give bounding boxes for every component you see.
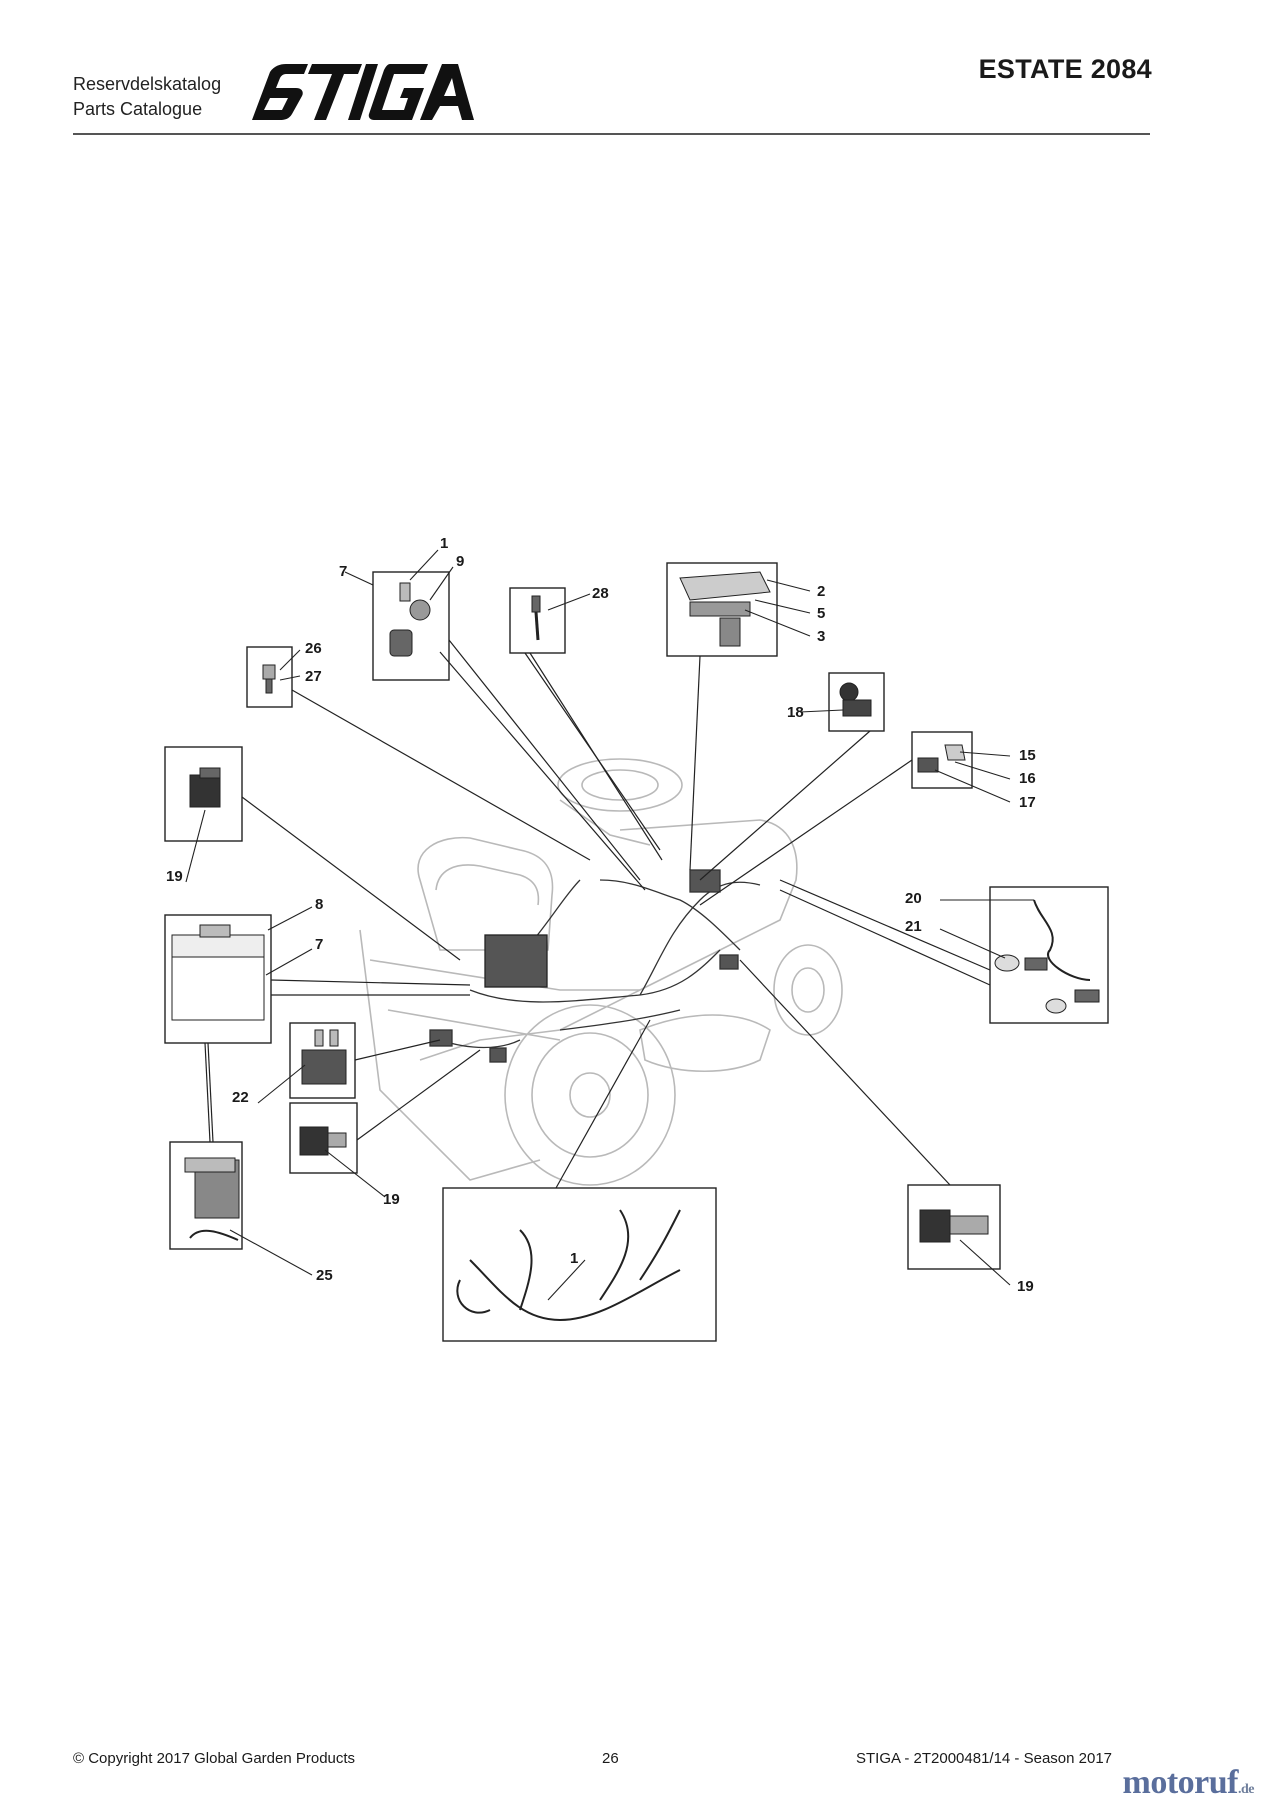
header-divider	[73, 133, 1150, 135]
callout-7: 7	[315, 936, 323, 953]
watermark-suffix: .de	[1238, 1782, 1255, 1797]
model-title: ESTATE 2084	[978, 54, 1152, 84]
motoruf-watermark: motoruf.de	[1122, 1764, 1255, 1802]
callout-25: 25	[316, 1267, 333, 1284]
callout-9: 9	[456, 553, 464, 570]
page-number: 26	[602, 1750, 619, 1767]
document-reference: STIGA - 2T2000481/14 - Season 2017	[856, 1750, 1113, 1767]
stiga-logo	[252, 64, 474, 120]
callout-1: 1	[570, 1250, 578, 1267]
callout-22: 22	[232, 1089, 249, 1106]
copyright-notice: © Copyright 2017 Global Garden Products	[73, 1750, 356, 1767]
part-illustrations	[171, 571, 1100, 1322]
callout-19-right: 19	[1017, 1278, 1034, 1295]
callout-3: 3	[817, 628, 825, 645]
catalogue-title-swedish: Reservdelskatalog	[73, 74, 222, 94]
tractor-outline	[359, 758, 843, 1186]
leader-lines	[204, 639, 991, 1189]
callout-28: 28	[592, 585, 609, 602]
callout-27: 27	[305, 668, 322, 685]
callout-20: 20	[905, 890, 922, 907]
callout-21: 21	[905, 918, 922, 935]
callout-17: 17	[1019, 794, 1036, 811]
callout-26: 26	[305, 640, 322, 657]
callout-8: 8	[315, 896, 323, 913]
callout-leaders	[185, 549, 1034, 1301]
callout-6: 1	[440, 535, 448, 552]
callout-19-middle: 19	[383, 1191, 400, 1208]
callout-2: 2	[817, 583, 825, 600]
wiring-harness	[429, 869, 761, 1063]
callout-16: 16	[1019, 770, 1036, 787]
callout-4: 7	[339, 563, 347, 580]
callout-19-left: 19	[166, 868, 183, 885]
callout-15: 15	[1019, 747, 1036, 764]
callout-18: 18	[787, 704, 804, 721]
watermark-main: motoruf	[1122, 1764, 1239, 1801]
part-boxes	[164, 562, 1109, 1342]
catalogue-title-english: Parts Catalogue	[73, 99, 203, 119]
callout-5: 5	[817, 605, 825, 622]
